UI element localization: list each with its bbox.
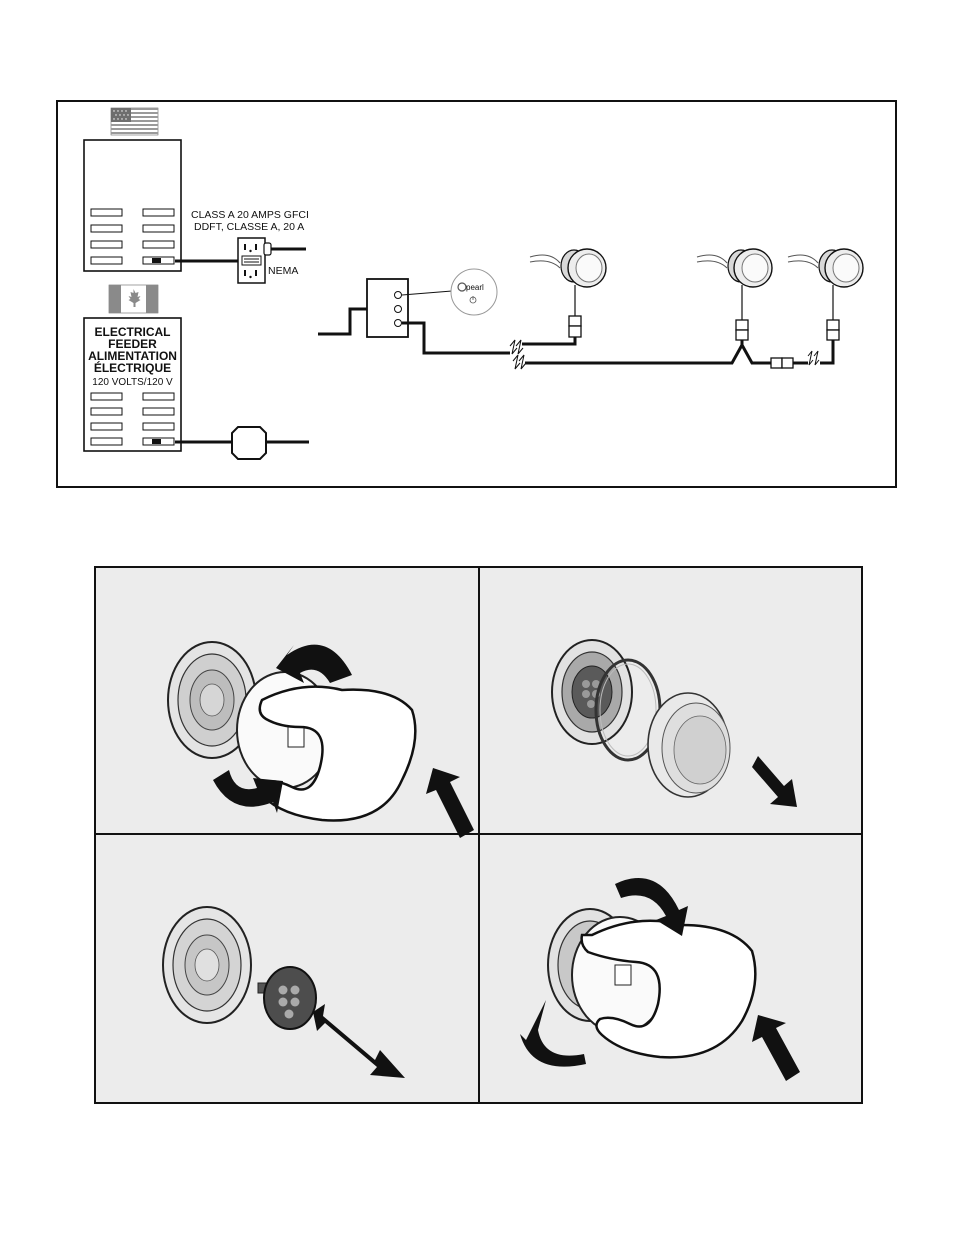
us-breaker-panel — [83, 139, 182, 272]
step-4-push-arrow — [752, 1015, 800, 1081]
spa-light-2-icon — [696, 248, 773, 288]
junction-box-icon — [231, 426, 267, 460]
spa-light-3-icon — [787, 248, 864, 288]
controller-box — [366, 278, 409, 338]
canada-feeder-panel: ELECTRICAL FEEDER ALIMENTATION ÉLECTRIQU… — [83, 317, 182, 452]
light-connector-2 — [735, 319, 749, 341]
steps-frame — [94, 566, 863, 1104]
plug-icon — [263, 242, 306, 256]
gfci-class-label: CLASS A 20 AMPS GFCI — [191, 209, 309, 221]
feeder-line-3: ALIMENTATION — [88, 349, 177, 363]
step-4-install-cover — [520, 877, 800, 1081]
inline-connector — [770, 357, 794, 369]
light-connector-1 — [568, 315, 582, 338]
feeder-line-1: ELECTRICAL — [95, 325, 171, 339]
us-flag-icon — [110, 107, 159, 136]
pearl-logo-text: pearl — [466, 283, 484, 292]
step-4-rotate-arrow-bottom — [520, 1000, 586, 1067]
step-2-remove-lens — [551, 639, 797, 807]
wiring-diagram: CLASS A 20 AMPS GFCI DDFT, CLASSE A, 20 … — [56, 100, 897, 488]
volts-label: 120 VOLTS/120 V — [92, 377, 173, 388]
gfci-ddft-label: DDFT, CLASSE A, 20 A — [194, 221, 304, 233]
gfci-outlet-icon — [237, 237, 266, 284]
pearl-remote-icon: pearl — [450, 268, 498, 316]
step-1-push-arrow — [426, 768, 474, 838]
nema-label: NEMA — [268, 265, 298, 277]
spa-light-1-icon — [529, 248, 607, 288]
step-1-rotate-arrow-bottom — [213, 770, 283, 813]
step-4-rotate-arrow-top — [615, 877, 688, 936]
step-3-remove-lamp — [162, 906, 405, 1078]
step-2-pull-arrow — [752, 756, 797, 807]
feeder-line-2: FEEDER — [108, 337, 157, 351]
canada-flag-icon — [108, 284, 159, 314]
step-1-rotate-arrow-top — [276, 644, 352, 683]
step-3-double-arrow — [313, 1004, 405, 1078]
feeder-line-4: ÉLECTRIQUE — [94, 360, 171, 375]
step-1-remove-cover — [167, 641, 474, 838]
light-connector-3 — [826, 319, 840, 341]
